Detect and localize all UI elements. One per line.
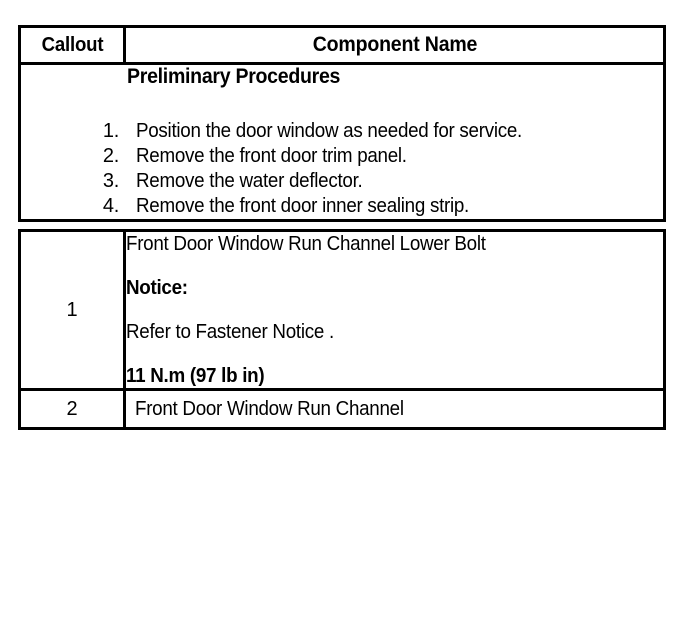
callout-number: 1 bbox=[18, 229, 126, 391]
component-description-cell: Front Door Window Run Channel Lower Bolt… bbox=[123, 229, 666, 391]
preliminary-procedures-title: Preliminary Procedures bbox=[127, 65, 341, 88]
table-header-row: Callout Component Name bbox=[20, 25, 665, 65]
torque-specification: 11 N.m (97 lb in) bbox=[126, 365, 265, 387]
step-number: 2. bbox=[102, 145, 119, 167]
step-text: Remove the front door inner sealing stri… bbox=[136, 195, 470, 217]
step-number: 1. bbox=[102, 120, 119, 142]
preliminary-steps-list: 1. Position the door window as needed for… bbox=[21, 119, 663, 219]
step-number: 3. bbox=[102, 170, 119, 192]
line-spacer bbox=[126, 344, 631, 364]
line-spacer bbox=[126, 300, 631, 320]
step-text: Position the door window as needed for s… bbox=[136, 120, 522, 142]
preliminary-procedures-row: Preliminary Procedures 1. Position the do… bbox=[18, 62, 666, 222]
list-item: 4. Remove the front door inner sealing st… bbox=[21, 194, 663, 219]
component-name-text: Front Door Window Run Channel Lower Bolt bbox=[126, 233, 486, 255]
fastener-notice-reference: Refer to Fastener Notice . bbox=[126, 321, 334, 343]
column-header-callout: Callout bbox=[21, 25, 123, 65]
line-spacer bbox=[126, 256, 631, 276]
table-parts-block: 1 Front Door Window Run Channel Lower Bo… bbox=[18, 229, 666, 430]
notice-label: Notice: bbox=[126, 277, 188, 299]
section-separator bbox=[18, 222, 663, 229]
table-row: 2 Front Door Window Run Channel bbox=[18, 388, 666, 430]
list-item: 3. Remove the water deflector. bbox=[21, 169, 663, 194]
preliminary-procedures-cell: Preliminary Procedures 1. Position the do… bbox=[18, 62, 666, 222]
component-name-text: Front Door Window Run Channel bbox=[135, 398, 404, 420]
column-header-component-name: Component Name bbox=[142, 25, 647, 65]
callout-number: 2 bbox=[18, 388, 126, 430]
component-description-cell: Front Door Window Run Channel bbox=[123, 388, 666, 430]
step-number: 4. bbox=[102, 195, 119, 217]
list-item: 2. Remove the front door trim panel. bbox=[21, 144, 663, 169]
table-row: 1 Front Door Window Run Channel Lower Bo… bbox=[18, 229, 666, 391]
step-text: Remove the front door trim panel. bbox=[136, 145, 407, 167]
component-table: Callout Component Name Preliminary Proce… bbox=[18, 25, 666, 430]
list-item: 1. Position the door window as needed for… bbox=[21, 119, 663, 144]
table-head-block: Callout Component Name Preliminary Proce… bbox=[18, 25, 666, 222]
step-text: Remove the water deflector. bbox=[136, 170, 363, 192]
